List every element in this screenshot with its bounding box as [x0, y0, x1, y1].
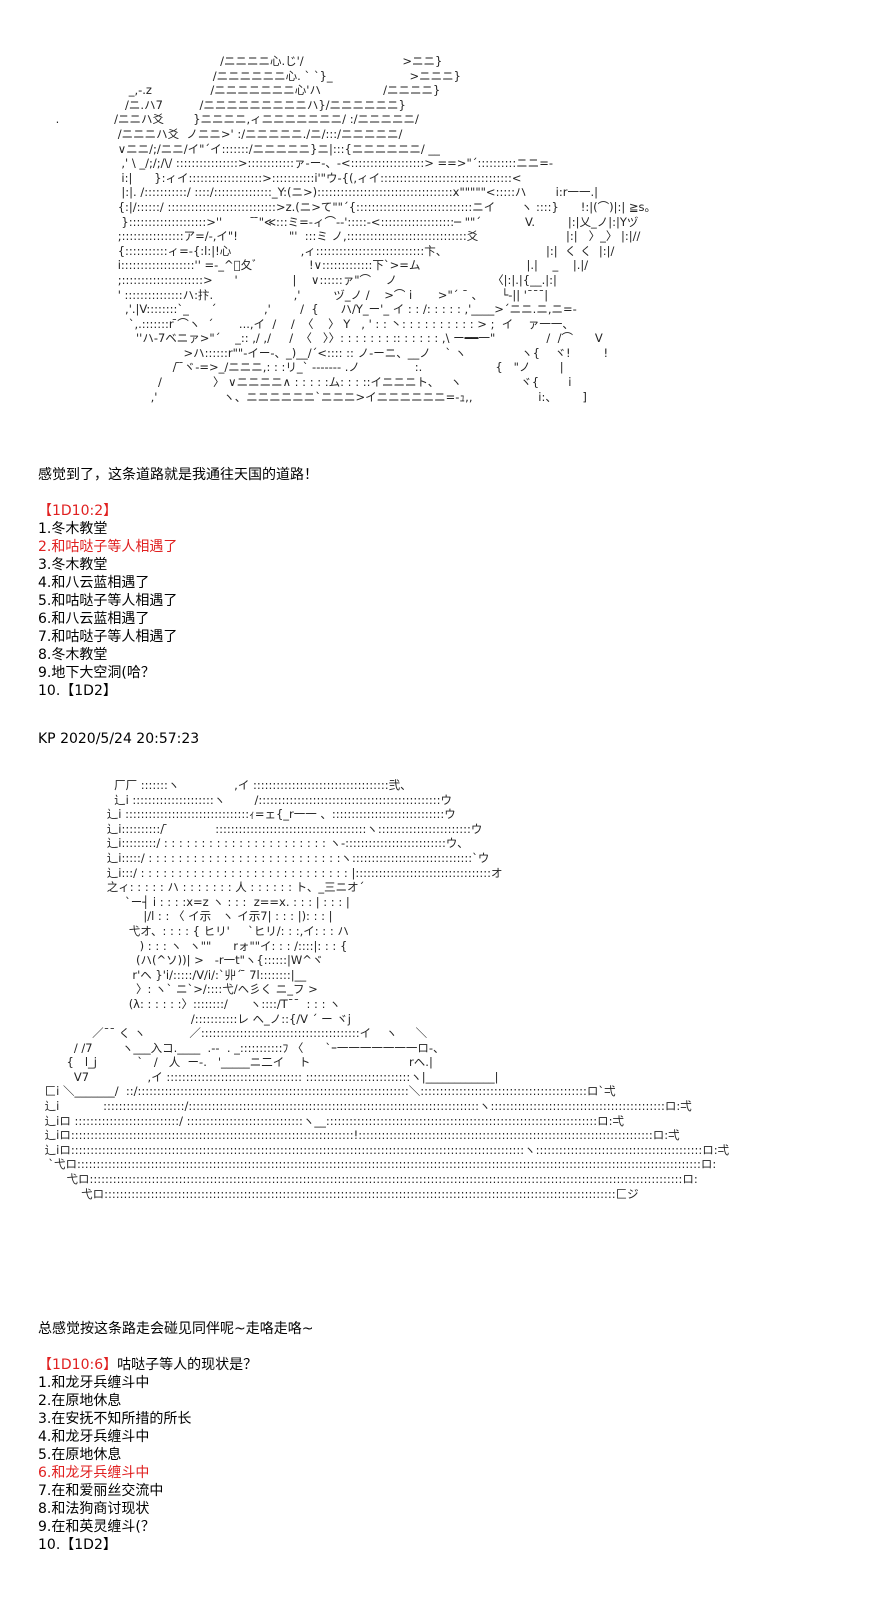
roll-2-option-5: 5.在原地休息 — [38, 1447, 122, 1463]
roll-2-options: 1.和龙牙兵缠斗中 2.在原地休息 3.在安抚不知所措的所长 4.和龙牙兵缠斗中… — [38, 1374, 191, 1554]
roll-2-option-9: 9.在和英灵缠斗(？ — [38, 1519, 155, 1535]
roll-2-option-1: 1.和龙牙兵缠斗中 — [38, 1375, 150, 1391]
roll-2-option-3: 3.在安抚不知所措的所长 — [38, 1411, 192, 1427]
roll-2-option-6: 6.和龙牙兵缠斗中 — [38, 1465, 150, 1481]
roll-1-option-4: 4.和八云蓝相遇了 — [38, 575, 150, 591]
roll-1-option-10: 10.【1D2】 — [38, 683, 117, 699]
roll-1-options: 1.冬木教堂 2.和咕哒子等人相遇了 3.冬木教堂 4.和八云蓝相遇了 5.和咕… — [38, 520, 177, 700]
roll-2-option-8: 8.和法狗商讨现状 — [38, 1501, 150, 1517]
roll-2-option-2: 2.在原地休息 — [38, 1393, 122, 1409]
roll-2-option-7: 7.在和爱丽丝交流中 — [38, 1483, 164, 1499]
roll-1-option-7: 7.和咕哒子等人相遇了 — [38, 629, 178, 645]
ascii-art-character-2: 厂厂 :::::::ヽ ,イ :::::::::::::::::::::::::… — [44, 778, 730, 1201]
ascii-art-character-1: /ニニニニ心.じ'/ >ニニ} /ニニニニニニ心. ` `}_ >ニニニ} _,… — [55, 54, 656, 404]
roll-2-option-10: 10.【1D2】 — [38, 1537, 117, 1553]
roll-1-option-5: 5.和咕哒子等人相遇了 — [38, 593, 178, 609]
roll-1-option-8: 8.冬木教堂 — [38, 647, 108, 663]
roll-2-title: 【1D10:6】咕哒子等人的现状是？ — [38, 1356, 257, 1374]
roll-1-option-6: 6.和八云蓝相遇了 — [38, 611, 150, 627]
roll-1-option-9: 9.地下大空洞(哈？ — [38, 665, 155, 681]
narration-line-1: 感觉到了，这条道路就是我通往天国的道路！ — [38, 467, 318, 483]
post-timestamp: KP 2020/5/24 20:57:23 — [38, 731, 200, 747]
roll-1-header: 【1D10:2】 — [38, 503, 118, 519]
roll-1-option-2: 2.和咕哒子等人相遇了 — [38, 539, 178, 555]
roll-2-question: 咕哒子等人的现状是？ — [117, 1357, 258, 1373]
roll-1-option-1: 1.冬木教堂 — [38, 521, 108, 537]
roll-2-option-4: 4.和龙牙兵缠斗中 — [38, 1429, 150, 1445]
roll-1-option-3: 3.冬木教堂 — [38, 557, 108, 573]
roll-2-header: 【1D10:6】 — [38, 1357, 118, 1373]
narration-line-2: 总感觉按这条路走会碰见同伴呢~走咯走咯~ — [38, 1321, 314, 1337]
